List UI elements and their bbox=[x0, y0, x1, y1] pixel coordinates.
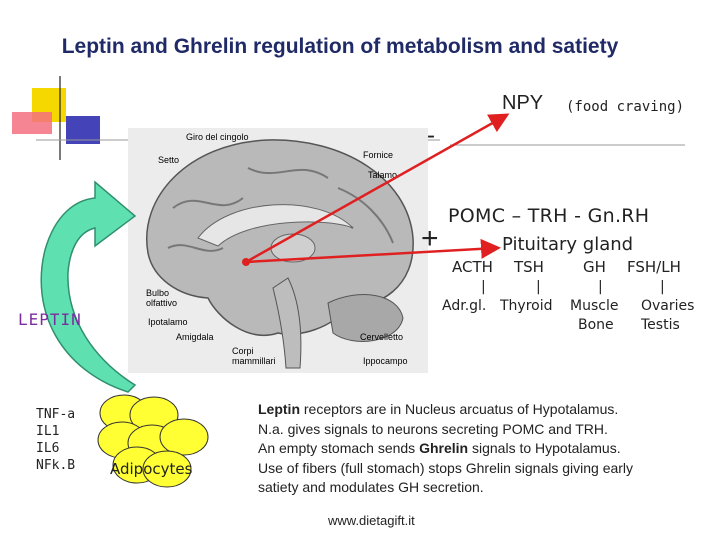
footer-url[interactable]: www.dietagift.it bbox=[328, 513, 415, 528]
cerebellum bbox=[327, 294, 404, 342]
npy-subtitle: (food craving) bbox=[566, 99, 685, 115]
target-adrenal: Adr.gl. bbox=[442, 298, 487, 314]
pomc-trh-gnrh: POMC – TRH - Gn.RH bbox=[448, 205, 650, 227]
arrow-to-npy bbox=[245, 113, 510, 264]
target-ovaries: Ovaries bbox=[641, 298, 695, 314]
brain-gyri bbox=[167, 167, 394, 252]
label-amigdala: Amigdala bbox=[176, 332, 214, 342]
deco-blue-square bbox=[66, 116, 100, 144]
corpus-callosum bbox=[197, 204, 354, 247]
brainstem bbox=[272, 277, 302, 369]
label-giro: Giro del cingolo bbox=[186, 132, 249, 142]
target-bone: Bone bbox=[578, 317, 614, 333]
green-feedback-arrow bbox=[40, 180, 137, 393]
target-thyroid: Thyroid bbox=[500, 298, 553, 314]
bar-gh: | bbox=[598, 279, 603, 295]
pituitary-label: Pituitary gland bbox=[502, 234, 634, 255]
npy-label: NPY bbox=[502, 92, 544, 114]
ghrelin-bold: Ghrelin bbox=[419, 440, 469, 456]
adipocytes-label: Adipocytes bbox=[110, 460, 193, 478]
bar-acth: | bbox=[481, 279, 486, 295]
label-corpi-1: Corpi bbox=[232, 346, 254, 356]
brain-drawing: Giro del cingolo Setto Fornice Talamo Bu… bbox=[146, 132, 414, 369]
cytokine-nfkb: NFk.B bbox=[36, 458, 76, 473]
label-ippocampo: Ippocampo bbox=[363, 356, 408, 366]
explanation-paragraph: Leptin receptors are in Nucleus arcuatus… bbox=[258, 400, 698, 498]
arcuate-nucleus-dot bbox=[242, 258, 250, 266]
leptin-label: LEPTIN bbox=[18, 310, 82, 329]
bar-fsh-lh: | bbox=[660, 279, 665, 295]
adipocyte-cell bbox=[142, 450, 192, 488]
cytokine-tnf: TNF-a bbox=[36, 407, 76, 422]
hormone-fsh-lh: FSH/LH bbox=[627, 258, 681, 276]
para-line-1: Leptin receptors are in Nucleus arcuatus… bbox=[258, 400, 698, 420]
para-line-3-pre: An empty stomach sends bbox=[258, 440, 420, 456]
target-testis: Testis bbox=[641, 317, 680, 333]
label-setto: Setto bbox=[158, 155, 179, 165]
para-line-3-post: signals to Hypotalamus. bbox=[468, 440, 621, 456]
leptin-bold: Leptin bbox=[258, 401, 300, 417]
bar-tsh: | bbox=[536, 279, 541, 295]
cytokine-il6: IL6 bbox=[36, 441, 60, 456]
slide-decoration bbox=[12, 76, 685, 160]
page-title: Leptin and Ghrelin regulation of metabol… bbox=[61, 35, 619, 58]
plus-sign: + bbox=[421, 222, 439, 255]
brain-image: Giro del cingolo Setto Fornice Talamo Bu… bbox=[128, 128, 428, 373]
label-bulbo-2: olfattivo bbox=[146, 298, 177, 308]
label-fornice: Fornice bbox=[363, 150, 393, 160]
label-cervelletto: Cervelletto bbox=[360, 332, 403, 342]
minus-sign: - bbox=[427, 122, 435, 149]
adipocyte-cluster bbox=[97, 394, 209, 488]
para-line-5: satiety and modulates GH secretion. bbox=[258, 479, 484, 495]
cytokine-il1: IL1 bbox=[36, 424, 60, 439]
para-line-4: Use of fibers (full stomach) stops Ghrel… bbox=[258, 459, 634, 476]
label-ipotalamo: Ipotalamo bbox=[148, 317, 188, 327]
deco-red-square bbox=[12, 112, 52, 134]
label-corpi-2: mammillari bbox=[232, 356, 276, 366]
label-bulbo-1: Bulbo bbox=[146, 288, 169, 298]
hormone-acth: ACTH bbox=[452, 258, 493, 276]
hormone-gh: GH bbox=[583, 258, 606, 276]
label-talamo: Talamo bbox=[368, 170, 397, 180]
para-line-2: N.a. gives signals to neurons secreting … bbox=[258, 420, 608, 437]
arrow-to-pituitary bbox=[245, 238, 501, 264]
target-muscle: Muscle bbox=[570, 298, 619, 314]
para-line-3: An empty stomach sends Ghrelin signals t… bbox=[258, 439, 698, 459]
para-line-1-rest: receptors are in Nucleus arcuatus of Hyp… bbox=[300, 401, 619, 417]
adipocyte-cell bbox=[159, 418, 209, 456]
hormone-tsh: TSH bbox=[514, 258, 544, 276]
